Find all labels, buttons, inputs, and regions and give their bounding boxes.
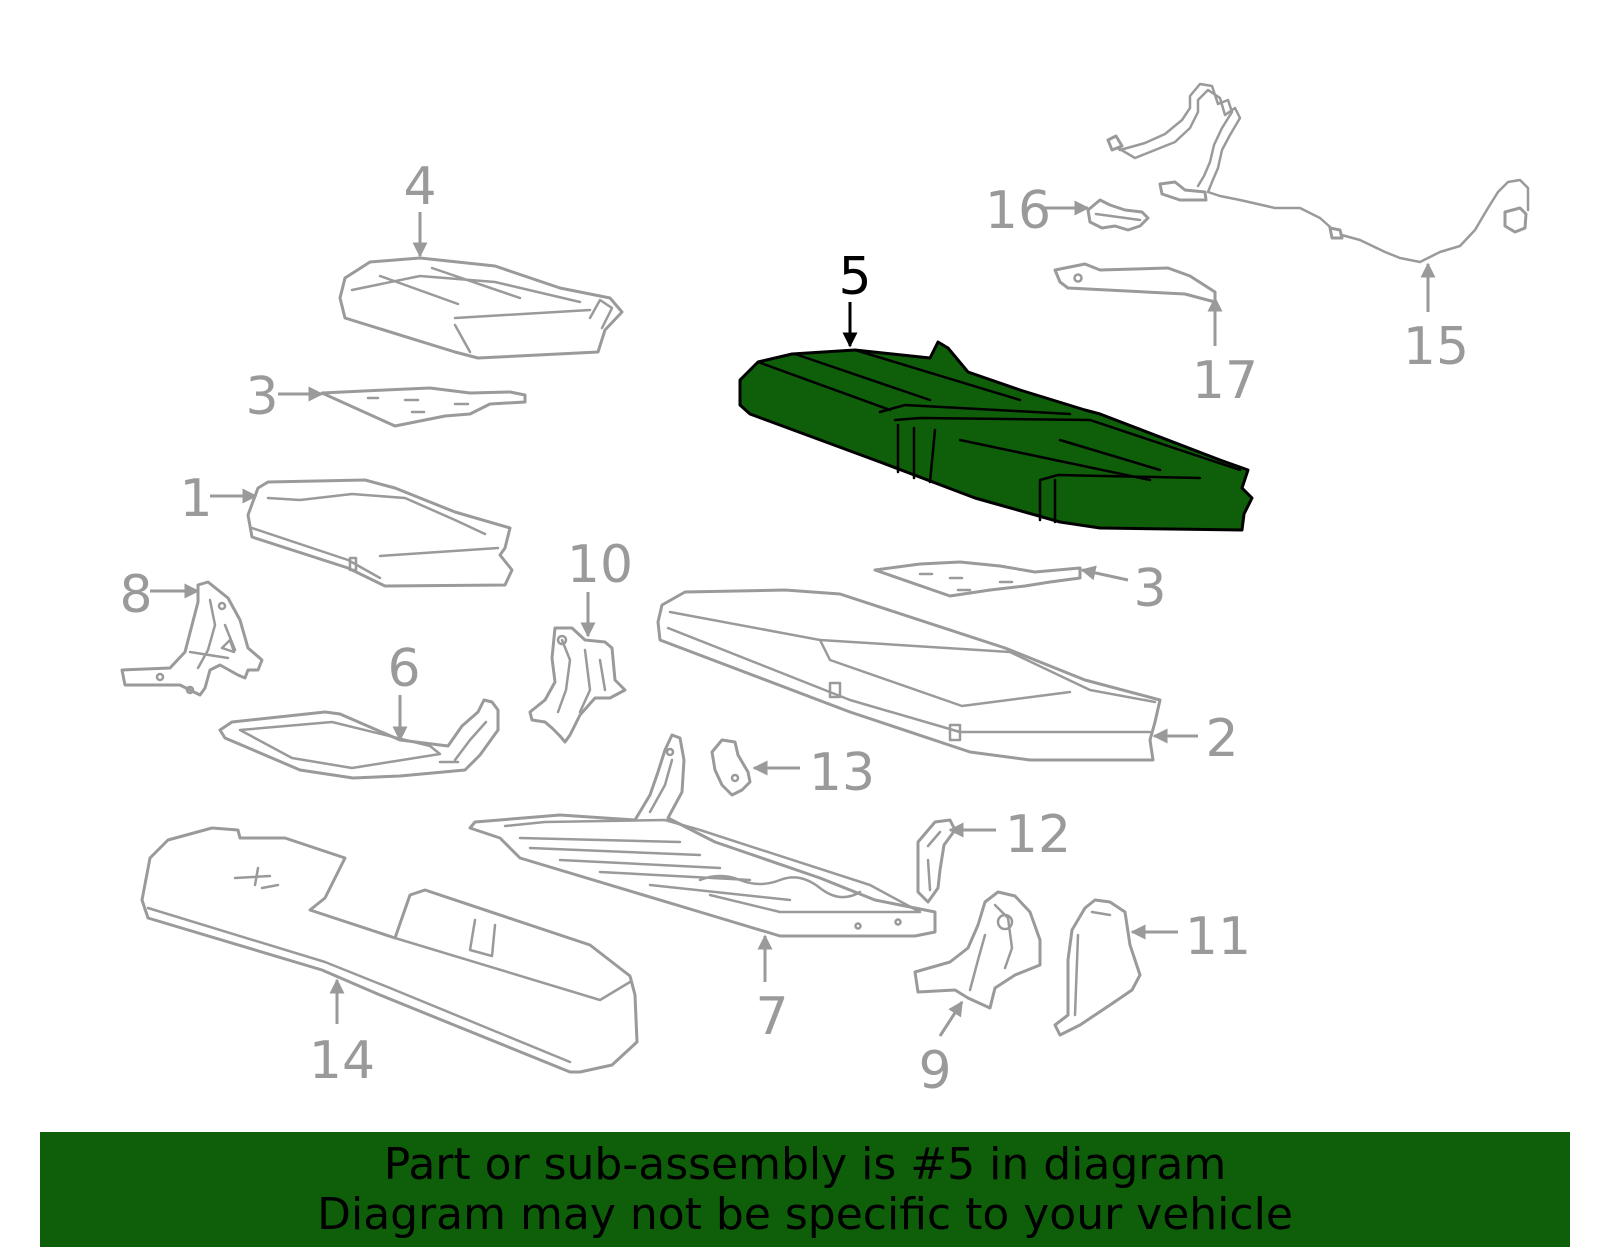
- callout-3[interactable]: 3: [245, 367, 278, 427]
- callout-5[interactable]: 5: [838, 247, 871, 307]
- callout-3[interactable]: 3: [1133, 559, 1166, 619]
- info-banner: Part or sub-assembly is #5 in diagram Di…: [40, 1132, 1570, 1247]
- part-12-trim[interactable]: [916, 818, 957, 904]
- callout-6[interactable]: 6: [387, 639, 420, 699]
- callout-1[interactable]: 1: [179, 469, 212, 529]
- part-11-trim-cover[interactable]: [1053, 898, 1142, 1037]
- part-2-cushion-base[interactable]: [656, 588, 1162, 762]
- callout-12[interactable]: 12: [1005, 805, 1071, 865]
- part-13-clip[interactable]: [710, 738, 752, 797]
- part-16-clip[interactable]: [1086, 198, 1150, 232]
- part-4-cushion-cover[interactable]: [338, 256, 624, 360]
- callout-13[interactable]: 13: [809, 743, 875, 803]
- part-5-cushion-assembly[interactable]: [738, 340, 1254, 532]
- part-3-pad-right[interactable]: [873, 560, 1082, 598]
- callout-7[interactable]: 7: [755, 987, 788, 1047]
- callout-16[interactable]: 16: [985, 181, 1051, 241]
- part-9-bracket[interactable]: [913, 890, 1042, 1010]
- callout-14[interactable]: 14: [309, 1031, 375, 1091]
- part-3-pad-left[interactable]: [320, 386, 527, 428]
- part-17-plate[interactable]: [1053, 262, 1217, 304]
- part-15-wire-harness[interactable]: [1106, 82, 1530, 264]
- callout-line-3b: [1080, 565, 1129, 582]
- callout-11[interactable]: 11: [1185, 907, 1251, 967]
- banner-line-part-info: Part or sub-assembly is #5 in diagram: [383, 1138, 1227, 1190]
- part-6-seat-pan[interactable]: [218, 698, 500, 780]
- callout-9[interactable]: 9: [918, 1041, 951, 1101]
- part-8-bracket[interactable]: [120, 580, 264, 697]
- part-7-seat-frame[interactable]: [468, 733, 937, 938]
- part-14-rear-panel[interactable]: [140, 826, 639, 1074]
- part-1-cushion-pad[interactable]: [246, 478, 514, 588]
- callout-15[interactable]: 15: [1403, 317, 1469, 377]
- part-10-bracket[interactable]: [528, 626, 627, 744]
- callout-4[interactable]: 4: [403, 157, 436, 217]
- callout-8[interactable]: 8: [119, 565, 152, 625]
- banner-line-disclaimer: Diagram may not be specific to your vehi…: [317, 1188, 1293, 1240]
- callout-line-9: [938, 1000, 964, 1037]
- callout-2[interactable]: 2: [1205, 709, 1238, 769]
- callout-17[interactable]: 17: [1192, 351, 1258, 411]
- callout-10[interactable]: 10: [567, 535, 633, 595]
